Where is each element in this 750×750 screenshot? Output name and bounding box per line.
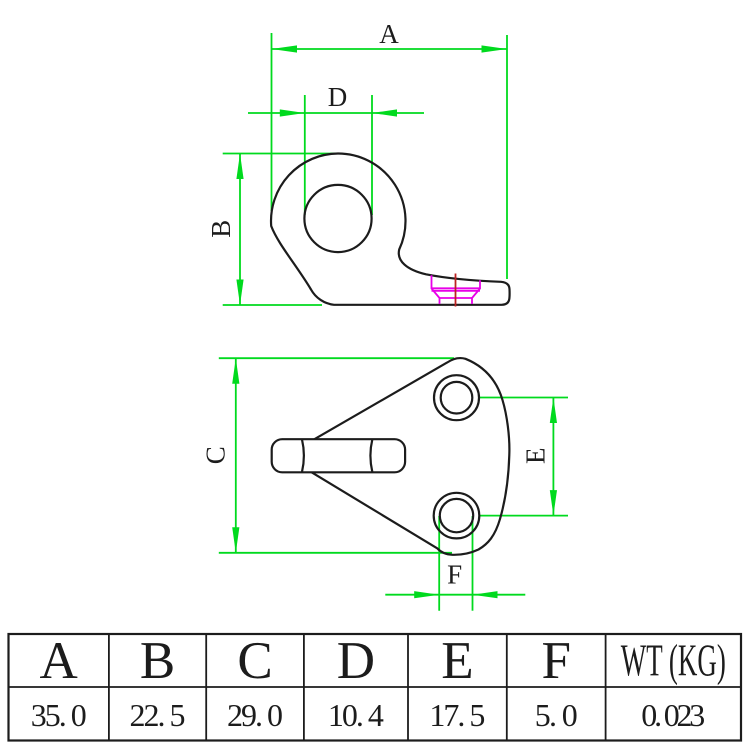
svg-text:D: D: [337, 632, 375, 690]
svg-text:17. 5: 17. 5: [429, 697, 485, 733]
svg-text:22. 5: 22. 5: [130, 697, 186, 733]
svg-text:29. 0: 29. 0: [227, 697, 283, 733]
svg-text:35. 0: 35. 0: [31, 697, 87, 733]
svg-text:C: C: [201, 446, 231, 464]
svg-text:C: C: [237, 632, 272, 690]
svg-text:E: E: [441, 632, 473, 690]
svg-text:D: D: [328, 82, 348, 112]
svg-text:10. 4: 10. 4: [328, 697, 384, 733]
svg-text:E: E: [520, 448, 550, 465]
svg-text:F: F: [541, 632, 570, 690]
svg-text:A: A: [40, 632, 78, 690]
svg-text:5. 0: 5. 0: [535, 697, 578, 733]
svg-text:0. 023: 0. 023: [641, 697, 705, 733]
svg-text:A: A: [379, 19, 399, 49]
svg-text:F: F: [447, 560, 462, 590]
svg-text:WT (KG): WT (KG): [621, 636, 726, 686]
svg-text:B: B: [140, 632, 175, 690]
svg-text:B: B: [206, 220, 236, 238]
